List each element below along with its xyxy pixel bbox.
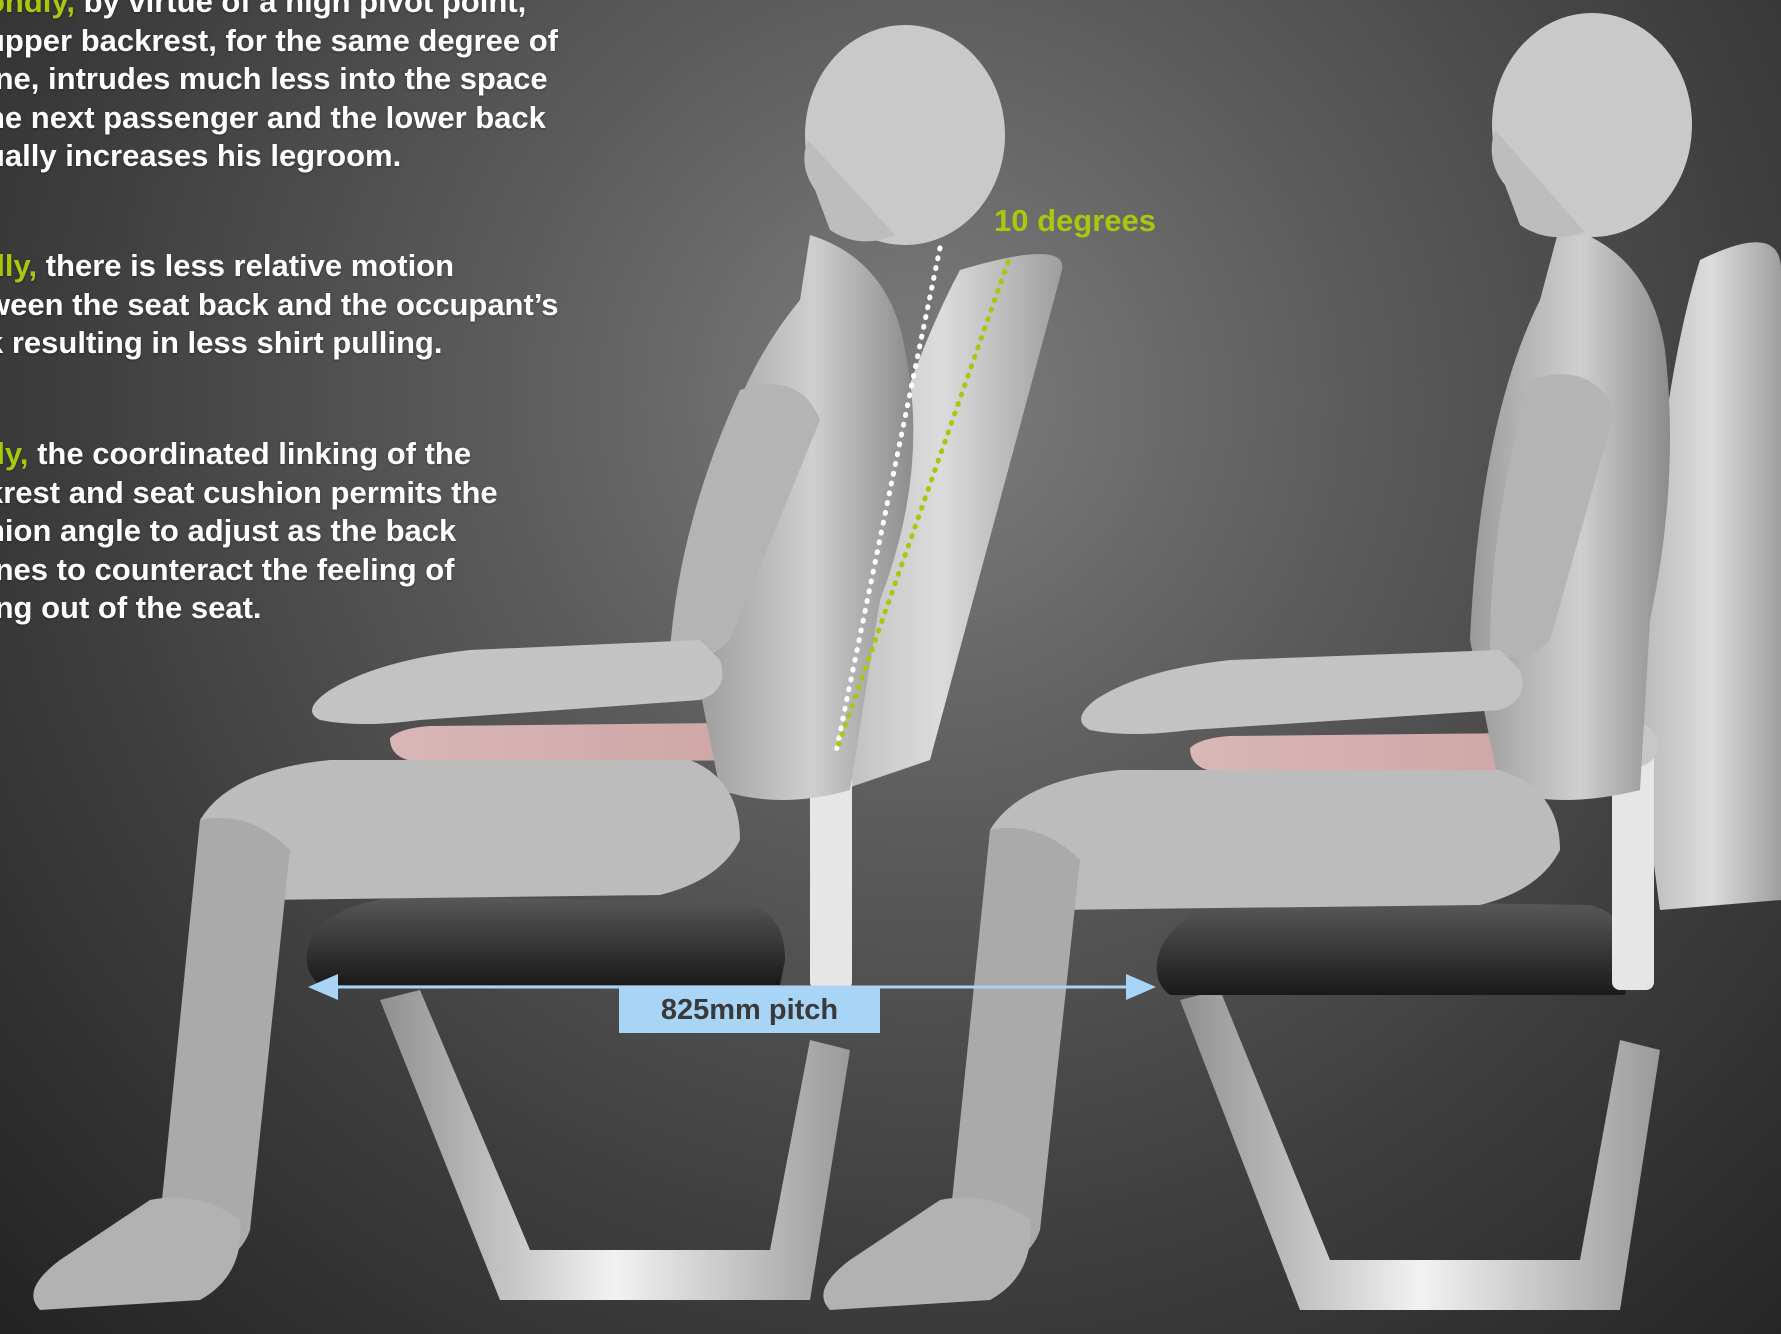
text-block-cushion-angle: tly, the coordinated linking of the kres…: [0, 435, 546, 628]
text-line: by virtue of a high pivot point,: [75, 0, 526, 19]
text-line: upper backrest, for the same degree of: [0, 23, 558, 58]
text-line: ine, intrudes much less into the space: [0, 61, 548, 96]
reclined-seat-legs: [380, 990, 850, 1300]
upright-seat-legs: [1180, 990, 1660, 1310]
text-line: ing out of the seat.: [0, 590, 262, 625]
text-line: krest and seat cushion permits the: [0, 475, 498, 510]
lead-word: tly,: [0, 436, 29, 471]
reclined-passenger: [33, 25, 1005, 1310]
text-line: ines to counteract the feeling of: [0, 552, 455, 587]
text-line: k resulting in less shirt pulling.: [0, 325, 442, 360]
text-line: the coordinated linking of the: [29, 436, 472, 471]
text-block-legroom: ondly, by virtue of a high pivot point, …: [0, 0, 606, 176]
lead-word: ondly,: [0, 0, 75, 19]
text-line: ually increases his legroom.: [0, 138, 401, 173]
text-line: ween the seat back and the occupant’s: [0, 287, 559, 322]
seat-pitch-label: 825mm pitch: [619, 987, 880, 1033]
upright-seat-cushion: [1157, 900, 1630, 995]
reclined-seat-cushion: [307, 895, 785, 985]
text-block-shirt-pulling: dly, there is less relative motion ween …: [0, 247, 586, 363]
pitch-arrow-right-head: [1126, 974, 1156, 1000]
text-line: hion angle to adjust as the back: [0, 513, 456, 548]
recline-angle-label: 10 degrees: [994, 203, 1156, 239]
text-line: he next passenger and the lower back: [0, 100, 546, 135]
lead-word: dly,: [0, 248, 37, 283]
text-line: there is less relative motion: [37, 248, 454, 283]
